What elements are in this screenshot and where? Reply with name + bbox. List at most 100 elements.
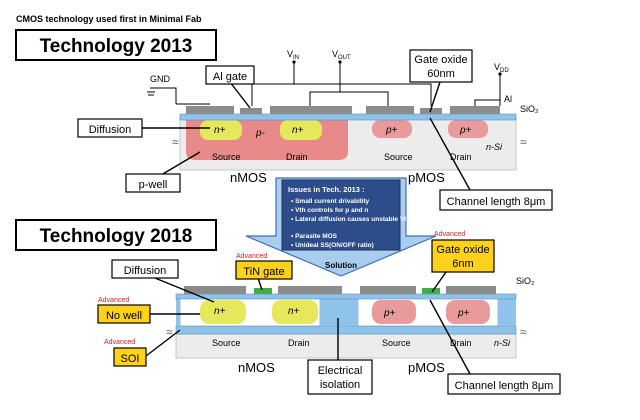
tin-gate-pointer [257,277,263,291]
no-well-text: No well [106,310,142,322]
p-plus-diffusion-1 [372,120,412,138]
vdd-terminal [498,72,502,76]
label-sio2-2018: SiO₂ [516,276,535,286]
n-plus-diffusion-2018-2 [272,300,318,324]
gate-oxide-pointer-2018 [431,271,447,293]
tin-gate-pmos [422,288,440,294]
advanced-label-soi: Advanced [104,339,135,346]
n-plus-diffusion-1 [200,120,242,140]
label-source-pmos-2013: Source [384,152,413,162]
channel-length-text-2013: Channel length 8μm [447,196,546,208]
electrical-isolation-callout [307,359,373,395]
vout-terminal [338,60,342,64]
contact-2018-3 [360,286,416,294]
gnd-wire [150,87,177,104]
gate-oxide-text-2013: Gate oxide [414,54,467,66]
label-drain-pmos-2018: Drain [450,338,472,348]
isolation-left [176,298,180,326]
tin-gate-nmos [254,288,272,294]
al-contact-4 [450,106,500,114]
electrical-isolation-text-1: Electrical [318,365,363,377]
solution-label: Solution [325,261,357,270]
p-plus-diffusion-2018-1 [372,300,416,324]
label-gnd: GND [150,74,171,84]
title-2018-box [15,219,217,251]
label-vin: VIN [287,49,299,61]
contact-2018-1 [184,286,246,294]
buried-oxide [175,325,517,335]
al-gate-nmos [240,108,262,114]
al-gate-callout [205,65,255,85]
issue-item-5: • Unideal SS(ON/OFF ratio) [291,242,374,249]
vout-wire [309,62,341,106]
diffusion-callout-2018 [111,259,179,279]
label-pminus: p- [255,128,266,139]
p-well-callout [125,173,181,193]
soi-callout [113,347,147,367]
title-2018: Technology 2018 [40,226,193,247]
label-pplus-2018-1: p+ [383,308,396,319]
al-contact-3 [366,106,414,114]
title-2013-box [15,29,217,61]
tin-gate-callout [235,260,293,280]
label-source-nmos-2018: Source [212,338,241,348]
al-contact-2 [270,106,352,114]
al-gate-pointer [229,81,251,109]
channel-length-callout-2018 [447,373,561,395]
advanced-label-gate-oxide: Advanced [434,231,465,238]
label-pplus-1: p+ [385,125,398,136]
vdd-contact [474,99,500,106]
gate-oxide-value-2018: 6nm [452,258,473,270]
label-nsi-2018: n-Si [494,338,511,348]
label-vdd: VDD [494,62,509,74]
contact-2018-2 [278,286,342,294]
label-pmos-2018: pMOS [408,360,445,375]
caption: CMOS technology used first in Minimal Fa… [16,14,202,24]
label-pmos-2013: pMOS [408,170,445,185]
al-gate-text: Al gate [213,71,247,83]
sio2-layer-2013 [179,113,517,121]
wiring-2013 [147,62,501,106]
n-plus-diffusion-2 [280,120,322,140]
advanced-label-no-well: Advanced [98,297,129,304]
label-nmos-2013: nMOS [230,170,267,185]
label-drain-nmos-2018: Drain [288,338,310,348]
issue-item-1: • Small current drivability [291,198,370,205]
break-mark-left-2018: ≈ [166,325,173,339]
gate-oxide-value-2013: 60nm [427,68,455,80]
label-nplus-2018-2: n+ [288,306,300,317]
issues-box [281,179,401,251]
sio2-layer-2018 [175,293,517,300]
issues-title: Issues in Tech. 2013 : [288,185,365,194]
channel-length-pointer-2018 [429,299,471,375]
electrical-isolation-text-2: isolation [320,379,360,391]
label-nplus-2: n+ [292,125,304,136]
diffusion-text-2013: Diffusion [89,124,132,136]
label-sio2-2013: SiO₂ [520,104,539,114]
label-nplus-1: n+ [214,125,226,136]
gnd-symbol [147,91,155,96]
advanced-label-tin: Advanced [236,253,267,260]
label-drain-nmos-2013: Drain [286,152,308,162]
label-pplus-2018-2: p+ [457,308,470,319]
cross-section-2013: ≈ ≈ [172,106,527,171]
tin-gate-text: TiN gate [243,266,284,278]
callouts-2013: Al gate Diffusion p-well Gate oxide 60nm… [77,49,553,211]
cross-section-2018: ≈ ≈ [166,286,527,359]
label-nplus-2018-1: n+ [214,306,226,317]
issues-arrow: Issues in Tech. 2013 : • Small current d… [245,177,437,277]
gate-oxide-text-2018: Gate oxide [436,244,489,256]
diffusion-callout-2013 [77,118,143,138]
break-mark-left: ≈ [172,135,179,149]
break-mark-right: ≈ [520,135,527,149]
p-plus-diffusion-2018-2 [446,300,490,324]
contact-2018-4 [446,286,496,294]
isolation-trench [320,298,358,326]
channel-length-text-2018: Channel length 8μm [455,380,554,392]
vout-wire-pmos [340,91,389,106]
label-drain-pmos-2013: Drain [450,152,472,162]
channel-length-callout-2013 [439,189,553,211]
p-well-text: p-well [139,179,168,191]
soi-pointer [145,329,181,357]
break-mark-right-2018: ≈ [520,325,527,339]
